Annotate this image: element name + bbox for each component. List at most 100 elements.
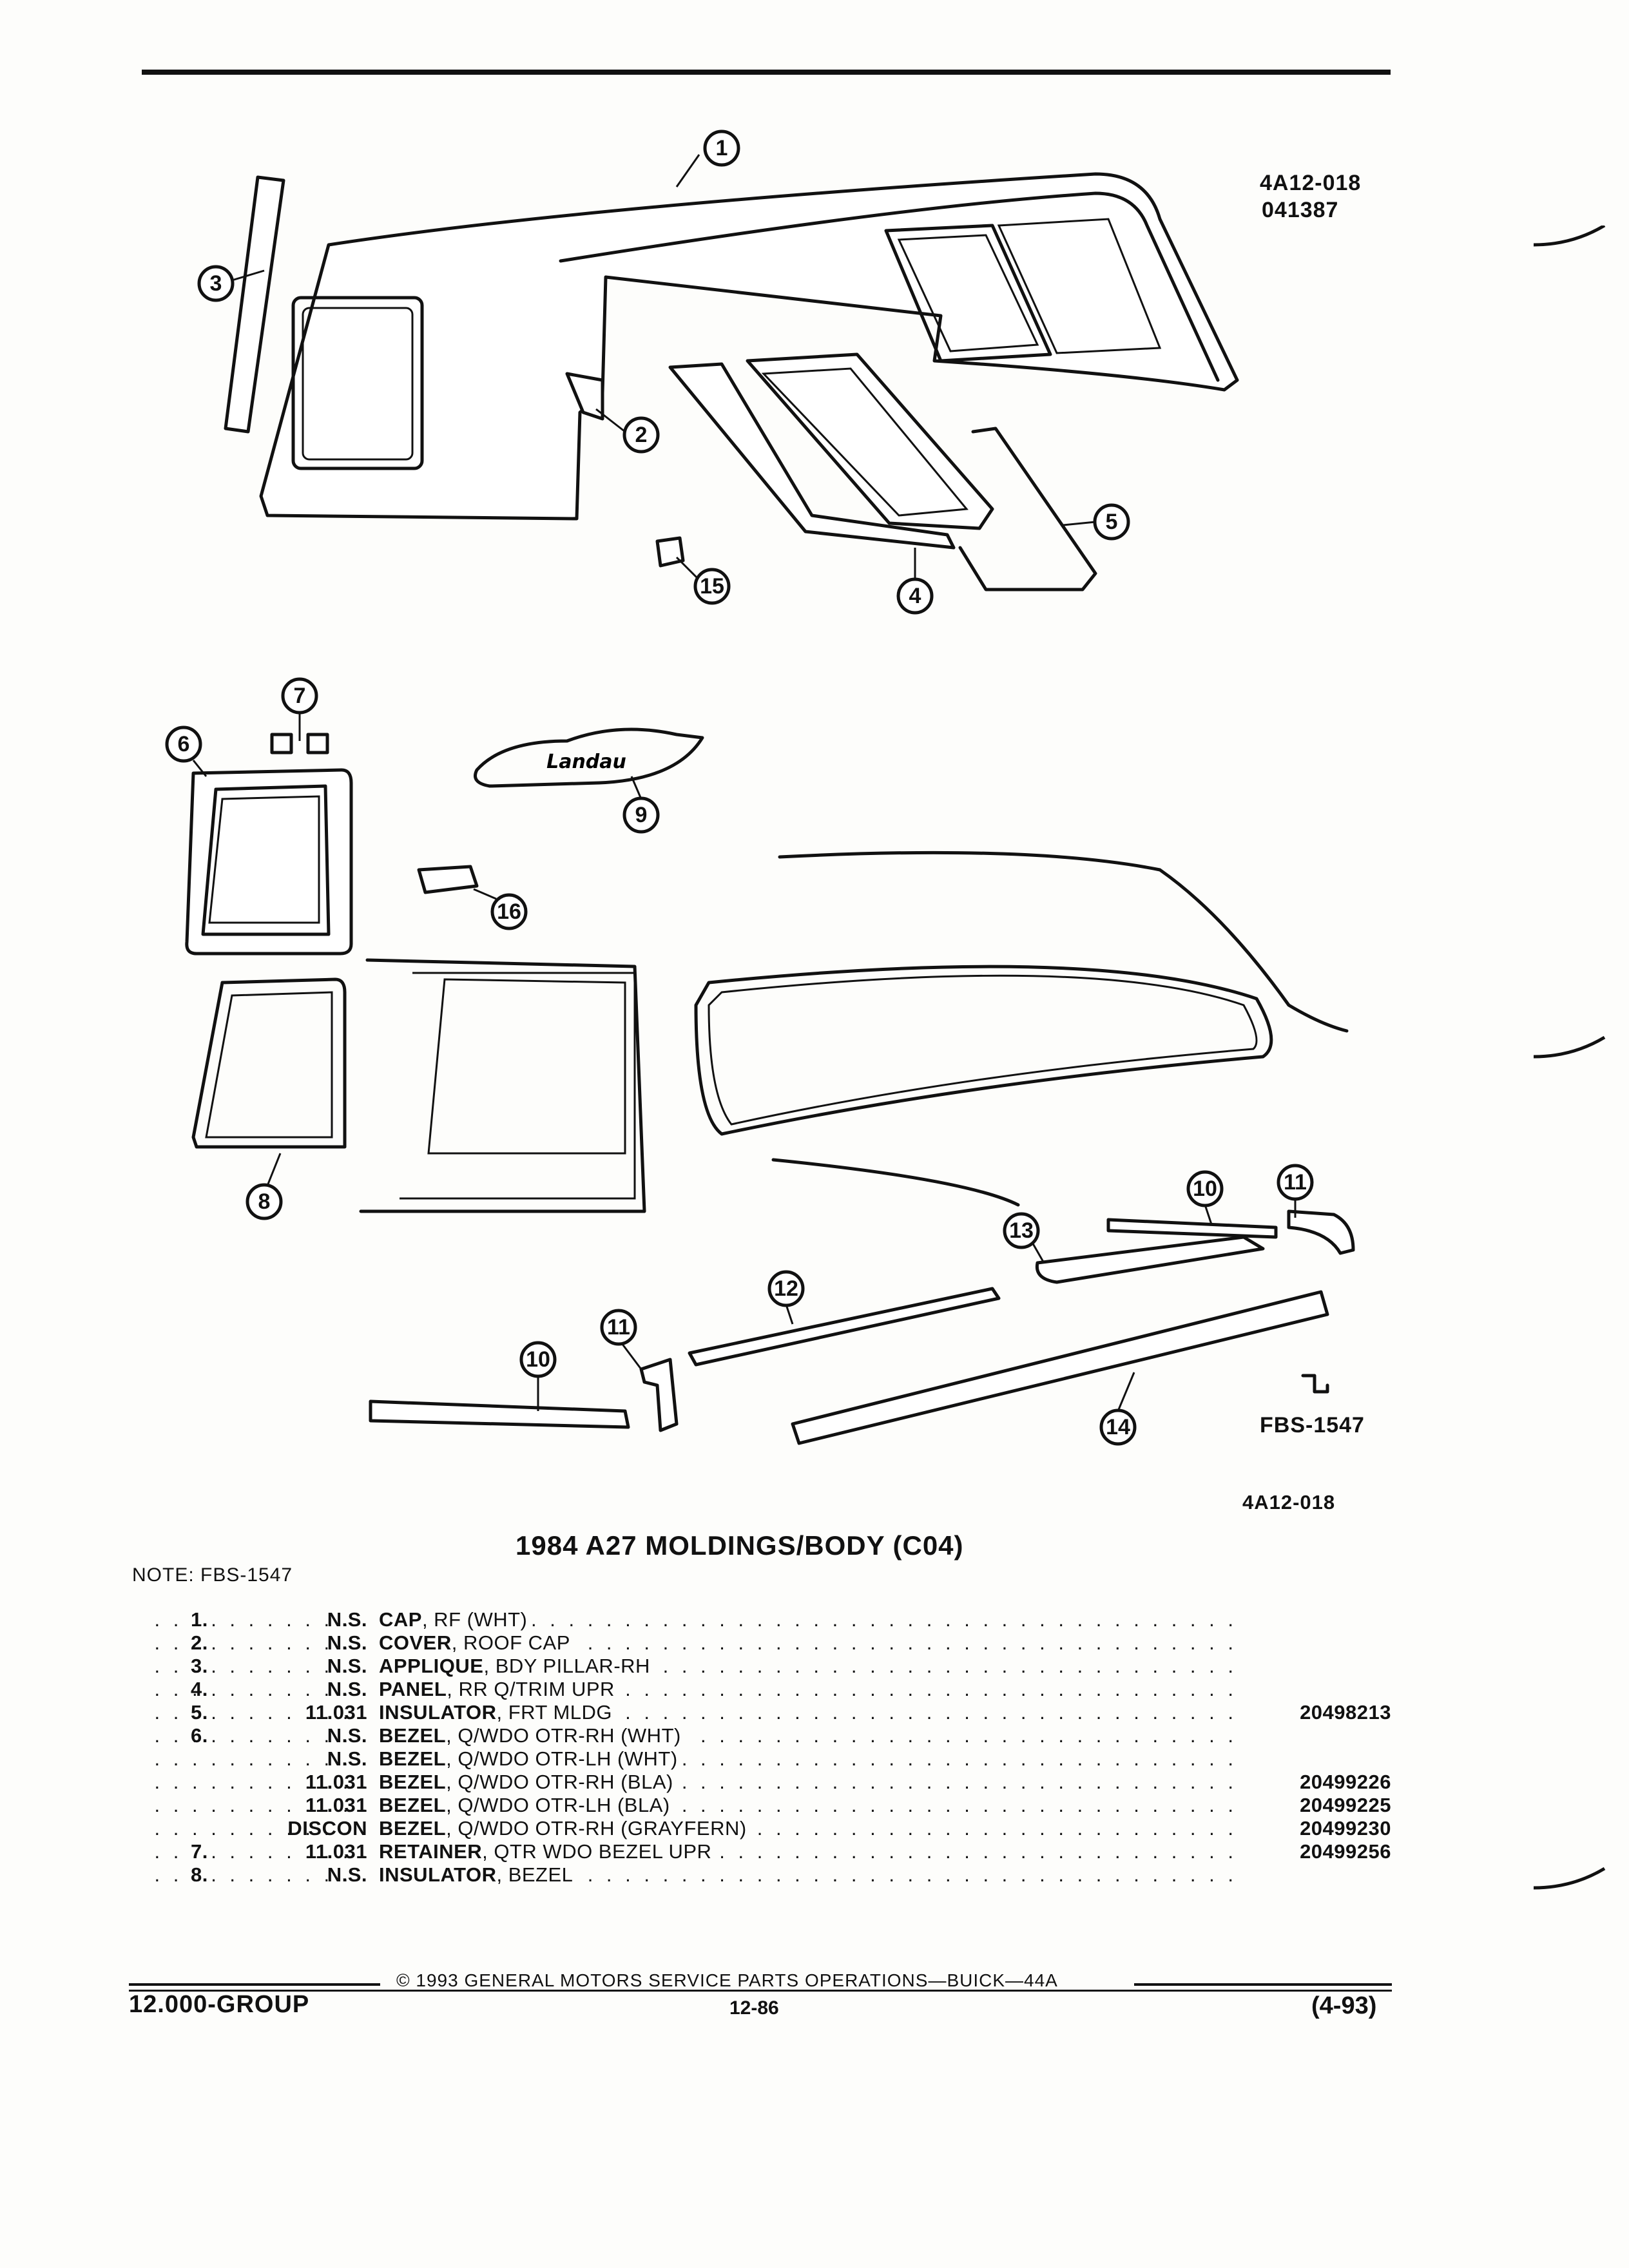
callout-12: 12	[767, 1270, 805, 1307]
page-title: 1984 A27 MOLDINGS/BODY (C04)	[516, 1530, 964, 1561]
list-item: . . . . . . . . . . . . . . . . . . . . …	[155, 1678, 1237, 1701]
header-rule	[142, 70, 1391, 75]
list-item: . . . . . . . . . . . . . . . . . . . . …	[155, 1724, 1237, 1747]
item-number: 7.	[191, 1840, 208, 1863]
retainer-part	[270, 733, 293, 754]
svg-text:7: 7	[294, 684, 306, 708]
svg-text:11: 11	[1284, 1170, 1307, 1195]
group-label: 12.000-GROUP	[129, 1991, 310, 2018]
item-number: 1.	[191, 1608, 208, 1631]
trim-panel-part	[668, 362, 956, 550]
svg-text:5: 5	[1106, 510, 1118, 534]
callout-15: 15	[693, 568, 731, 605]
list-item: . . . . . . . . . . . . . . . . . . . . …	[155, 1608, 1237, 1631]
callout-9: 9	[622, 796, 660, 834]
callout-11-lower: 11	[600, 1309, 637, 1346]
part-description: , Q/WDO OTR-RH (GRAYFERN)	[446, 1817, 747, 1840]
group-number: N.S.	[327, 1863, 367, 1886]
revision-date: (4-93)	[1311, 1992, 1377, 2019]
footer-rule-left	[129, 1983, 380, 1986]
svg-text:10: 10	[526, 1347, 550, 1372]
list-item: . . . . . . . . . . . . . . . . . . . . …	[155, 1655, 1237, 1678]
svg-text:1: 1	[716, 136, 728, 160]
fbs-code: FBS-1547	[1260, 1413, 1365, 1437]
molding-13-part	[1035, 1235, 1265, 1284]
group-number: 11.031	[305, 1840, 367, 1863]
callout-11-upper: 11	[1277, 1164, 1314, 1201]
illustration-code: 4A12-018	[1260, 171, 1362, 195]
svg-text:8: 8	[258, 1189, 271, 1214]
part-name: COVER	[379, 1631, 452, 1654]
molding-10-upper	[1106, 1218, 1278, 1239]
part-name: BEZEL	[379, 1817, 447, 1840]
part-description: , RR Q/TRIM UPR	[447, 1678, 615, 1700]
callout-10-lower: 10	[519, 1341, 557, 1378]
group-number: N.S.	[327, 1631, 367, 1654]
list-item: . . . . . . . . . . . . . . . . . . . . …	[155, 1771, 1391, 1794]
svg-text:14: 14	[1106, 1415, 1130, 1439]
list-item: . . . . . . . . . . . . . . . . . . . . …	[155, 1817, 1391, 1840]
list-item: . . . . . . . . . . . . . . . . . . . . …	[155, 1701, 1391, 1724]
part-name: BEZEL	[379, 1747, 447, 1770]
fbs-symbol	[1301, 1374, 1329, 1394]
callout-5: 5	[1093, 503, 1130, 541]
list-item: . . . . . . . . . . . . . . . . . . . . …	[155, 1747, 1237, 1771]
item-number: 8.	[191, 1863, 208, 1886]
group-number: N.S.	[327, 1655, 367, 1677]
roof-cover-part	[565, 372, 604, 421]
part-name: PANEL	[379, 1678, 447, 1700]
svg-text:6: 6	[178, 732, 190, 756]
item-number: 6.	[191, 1724, 208, 1747]
callout-14: 14	[1099, 1408, 1137, 1446]
clip-15-part	[655, 536, 685, 568]
svg-text:11: 11	[607, 1315, 630, 1340]
clip-16-part	[417, 865, 479, 894]
part-name: CAP	[379, 1608, 422, 1631]
part-description: , QTR WDO BEZEL UPR	[482, 1840, 712, 1863]
applique-part	[224, 175, 285, 434]
part-name: BEZEL	[379, 1771, 447, 1793]
svg-text:2: 2	[635, 423, 648, 447]
callout-7: 7	[281, 677, 318, 715]
svg-text:10: 10	[1193, 1177, 1217, 1201]
molding-14-part	[791, 1290, 1329, 1445]
date-code: 041387	[1262, 198, 1339, 222]
list-item: . . . . . . . . . . . . . . . . . . . . …	[155, 1840, 1391, 1863]
molding-11-lower	[639, 1358, 679, 1432]
group-number: 11.031	[305, 1771, 367, 1793]
parts-list: . . . . . . . . . . . . . . . . . . . . …	[155, 1608, 1392, 1887]
group-number: N.S.	[327, 1747, 367, 1770]
part-name: INSULATOR	[379, 1863, 497, 1886]
callout-13: 13	[1003, 1212, 1040, 1249]
svg-text:4: 4	[909, 584, 921, 608]
svg-text:15: 15	[700, 574, 724, 599]
page-number: 12-86	[729, 1997, 779, 2019]
landau-badge-text: Landau	[546, 751, 626, 773]
footer-rule	[129, 1990, 1392, 1992]
item-number: 4.	[191, 1678, 208, 1700]
callout-16: 16	[490, 893, 528, 930]
footer-rule-right	[1134, 1983, 1392, 1986]
callout-3: 3	[197, 265, 235, 302]
part-description: , RF (WHT)	[421, 1608, 528, 1631]
item-number: 3.	[191, 1655, 208, 1677]
part-number: 20499226	[1300, 1771, 1391, 1793]
group-number: N.S.	[327, 1724, 367, 1747]
part-number: 20498213	[1300, 1701, 1391, 1724]
part-description: , BDY PILLAR-RH	[483, 1655, 650, 1677]
part-description: , ROOF CAP	[451, 1631, 570, 1654]
list-item: . . . . . . . . . . . . . . . . . . . . …	[155, 1794, 1391, 1817]
part-number: 20499230	[1300, 1817, 1391, 1840]
part-name: APPLIQUE	[379, 1655, 484, 1677]
group-number: N.S.	[327, 1678, 367, 1700]
part-name: BEZEL	[379, 1724, 447, 1747]
group-number: DISCON	[287, 1817, 367, 1840]
list-item: . . . . . . . . . . . . . . . . . . . . …	[155, 1863, 1237, 1887]
callout-10-upper: 10	[1186, 1170, 1224, 1207]
bezel-insulator-part	[191, 977, 347, 1149]
callout-1: 1	[703, 130, 740, 167]
part-description: , FRT MLDG	[496, 1701, 613, 1724]
svg-text:16: 16	[497, 899, 521, 924]
svg-text:3: 3	[210, 271, 222, 296]
callout-6: 6	[165, 726, 202, 763]
